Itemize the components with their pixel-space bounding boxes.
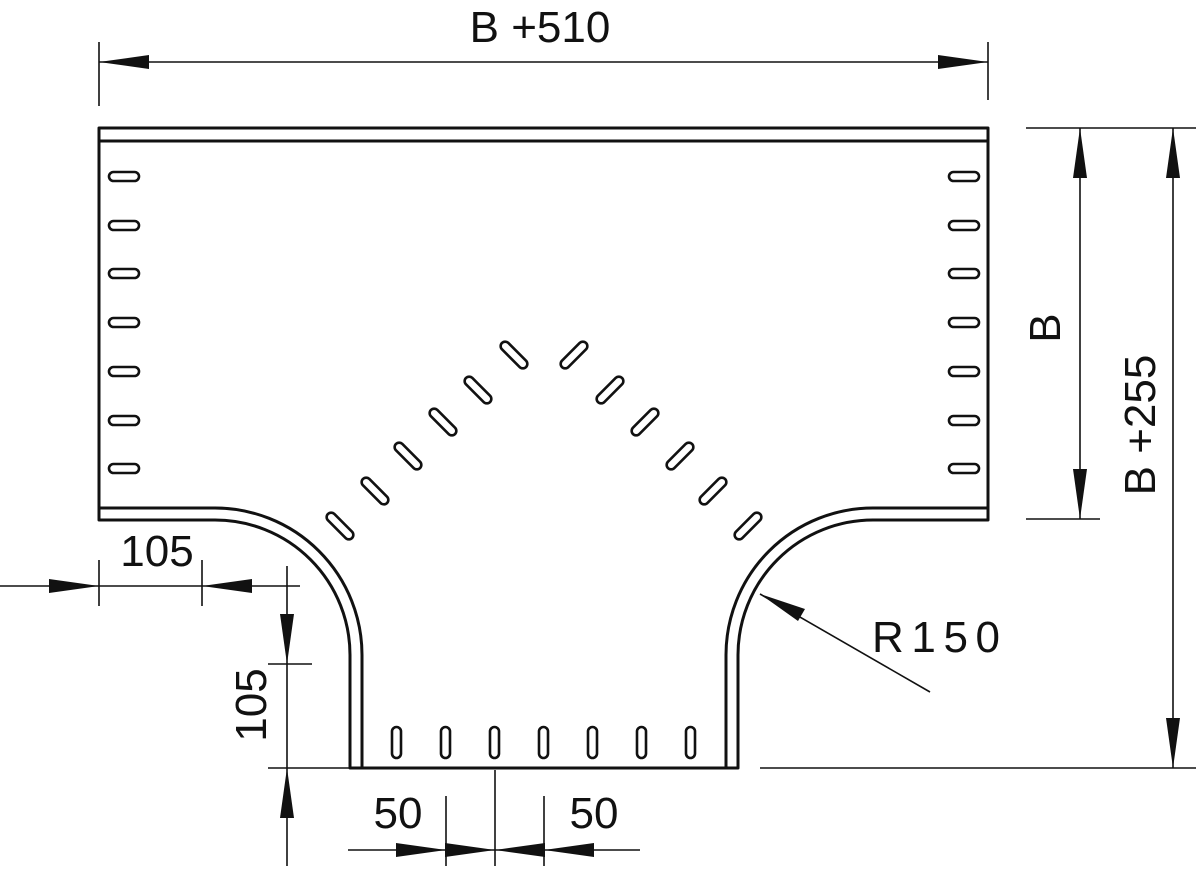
slot [947,170,981,183]
slot [107,219,141,232]
dimension-top-width: B +510 [98,3,989,106]
slot [439,725,452,760]
slot [733,511,763,541]
slot [947,219,981,232]
dimension-label-bottom-spacing-left: 50 [374,789,423,838]
outer-contour [97,139,990,770]
dimension-bottom-spacing: 50 50 [348,770,640,866]
dimension-left-offset-vertical: 105 [227,566,350,866]
slot [107,267,141,280]
slot [947,267,981,280]
part-outline [97,126,990,770]
slot [107,462,141,475]
slot [107,414,141,427]
top-flange-edge [97,126,990,143]
dimension-label-left-offset-horizontal: 105 [120,527,193,576]
dimension-left-offset-horizontal: 105 [0,527,300,606]
slot [947,462,981,475]
slot [698,476,728,506]
slot [595,375,625,405]
dimension-side-height-total: B +255 [760,127,1196,769]
left-side-slots [107,170,141,475]
dimension-label-top-width: B +510 [470,3,611,52]
slot [499,340,529,370]
dimension-side-height-inner: B [1021,127,1100,520]
slot [684,725,697,760]
dimension-radius: R150 [759,593,1000,693]
dimension-label-side-height-total: B +255 [1116,355,1165,496]
slot [488,725,501,760]
right-side-slots [947,170,981,475]
slot [665,441,695,471]
slot [463,375,493,405]
slot [390,725,403,760]
slot [947,414,981,427]
slot [107,365,141,378]
dimension-label-side-height-inner: B [1021,313,1070,342]
dimension-label-bottom-spacing-right: 50 [570,789,619,838]
slot [107,316,141,329]
right-diagonal-slots [559,340,763,541]
bottom-slots [390,725,697,760]
slot [325,511,355,541]
slot [428,407,458,437]
slot [947,316,981,329]
slot [635,725,648,760]
slot [107,170,141,183]
left-bend-inner-line [97,506,364,770]
dimension-label-left-offset-vertical: 105 [227,668,276,741]
slot [393,441,423,471]
right-bend-inner-line [724,506,990,770]
slot [559,340,589,370]
slot [630,407,660,437]
slot [360,476,390,506]
slot [947,365,981,378]
left-diagonal-slots [325,340,529,541]
dimension-label-radius: R150 [872,613,1000,662]
slot [586,725,599,760]
slot [537,725,550,760]
